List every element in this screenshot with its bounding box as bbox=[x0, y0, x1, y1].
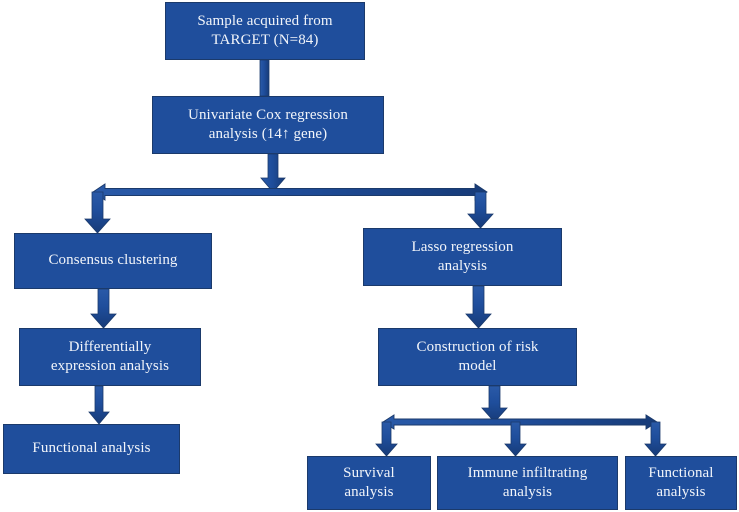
edge-bus-to-consensus bbox=[84, 191, 111, 234]
edge-consensus-to-deg bbox=[90, 288, 117, 329]
node-label: Construction of risk model bbox=[416, 338, 539, 374]
node-differential-expression[interactable]: Differentially expression analysis bbox=[19, 328, 201, 386]
edge-bus-to-lasso bbox=[467, 191, 494, 229]
node-label: Functional analysis bbox=[32, 440, 151, 457]
node-label: Lasso regression analysis bbox=[411, 238, 514, 274]
node-functional-analysis-right[interactable]: Functional analysis bbox=[625, 456, 737, 510]
node-survival-analysis[interactable]: Survival analysis bbox=[307, 456, 431, 510]
top-split-bus bbox=[92, 183, 488, 201]
node-univariate-cox[interactable]: Univariate Cox regression analysis (14↑ … bbox=[152, 96, 384, 154]
node-label: Univariate Cox regression analysis (14↑ … bbox=[188, 106, 348, 142]
node-risk-model[interactable]: Construction of risk model bbox=[378, 328, 577, 386]
bottom-split-bus bbox=[382, 414, 658, 430]
node-label: Differentially expression analysis bbox=[50, 338, 170, 374]
edge-bus-to-immune bbox=[504, 421, 527, 457]
edge-cox-to-topbus bbox=[260, 153, 286, 193]
node-immune-infiltrating[interactable]: Immune infiltrating analysis bbox=[437, 456, 618, 510]
edge-lasso-to-risk bbox=[465, 285, 492, 329]
edge-bus-to-survival bbox=[375, 421, 398, 457]
edge-sample-to-cox bbox=[259, 59, 270, 97]
node-consensus-clustering[interactable]: Consensus clustering bbox=[14, 233, 212, 289]
node-lasso-regression[interactable]: Lasso regression analysis bbox=[363, 228, 562, 286]
node-label: Functional analysis bbox=[648, 464, 714, 500]
node-sample[interactable]: Sample acquired from TARGET (N=84) bbox=[165, 2, 365, 60]
node-functional-analysis-left[interactable]: Functional analysis bbox=[3, 424, 180, 474]
edge-bus-to-functional bbox=[644, 421, 667, 457]
edge-deg-to-functional bbox=[88, 385, 110, 425]
edge-risk-to-bottombus bbox=[481, 385, 508, 423]
node-label: Survival analysis bbox=[343, 464, 395, 500]
node-label: Immune infiltrating analysis bbox=[467, 464, 588, 500]
node-label: Consensus clustering bbox=[48, 252, 178, 269]
node-label: Sample acquired from TARGET (N=84) bbox=[197, 12, 333, 48]
